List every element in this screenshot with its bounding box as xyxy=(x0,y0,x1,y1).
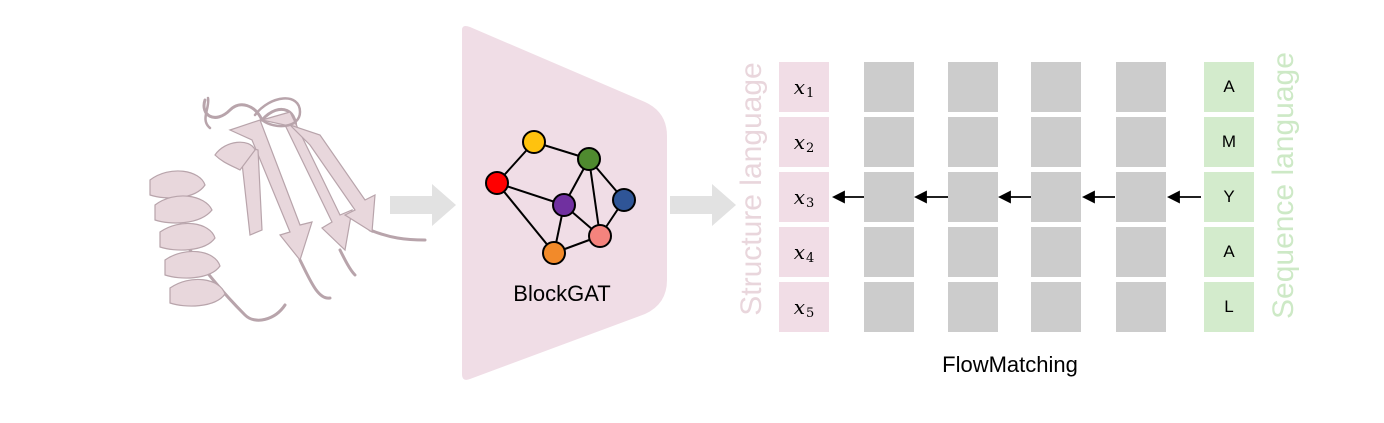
graph-node-orange xyxy=(542,241,566,265)
graph-node-green xyxy=(577,147,601,171)
flow-step-block xyxy=(1031,227,1081,277)
flow-step-block xyxy=(864,172,914,222)
protein-structure-image xyxy=(149,96,427,322)
flow-step-block xyxy=(1031,62,1081,112)
flow-step-block xyxy=(864,62,914,112)
flow-step-block xyxy=(1031,282,1081,332)
encoder-label: BlockGAT xyxy=(513,281,611,306)
flow-step-block xyxy=(948,282,998,332)
flow-step-block xyxy=(948,62,998,112)
encoder-output-arrow xyxy=(670,184,736,226)
flow-step-block xyxy=(948,117,998,167)
input-arrow xyxy=(390,184,456,226)
structure-token-subscript: 5 xyxy=(806,305,815,321)
flow-arrows xyxy=(831,190,1201,204)
structure-token-symbol: x xyxy=(793,185,805,209)
flow-step-block xyxy=(1031,117,1081,167)
sequence-token: A xyxy=(1204,62,1254,112)
structure-token-subscript: 4 xyxy=(806,250,815,266)
decoder-label: FlowMatching xyxy=(942,352,1078,377)
flow-step-block xyxy=(1116,282,1166,332)
structure-language-label: Structure language xyxy=(735,62,768,316)
structure-token-symbol: x xyxy=(793,240,805,264)
sequence-token: Y xyxy=(1204,172,1254,222)
graph-node-yellow xyxy=(522,130,546,154)
flow-step-block xyxy=(948,172,998,222)
flow-step-block xyxy=(1116,172,1166,222)
flow-step-block xyxy=(864,117,914,167)
flow-step-block xyxy=(1116,227,1166,277)
sequence-token: A xyxy=(1204,227,1254,277)
structure-token-subscript: 2 xyxy=(806,140,815,156)
structure-token-subscript: 3 xyxy=(806,195,815,211)
sequence-token: L xyxy=(1204,282,1254,332)
flow-step-block xyxy=(864,282,914,332)
graph-node-pink xyxy=(588,224,612,248)
graph-node-red xyxy=(485,171,509,195)
sequence-token: M xyxy=(1204,117,1254,167)
sequence-language-label: Sequence language xyxy=(1267,52,1300,319)
flow-step-block xyxy=(1116,117,1166,167)
structure-token-symbol: x xyxy=(793,295,805,319)
structure-token-subscript: 1 xyxy=(806,85,815,101)
graph-node-purple xyxy=(552,193,576,217)
flow-step-block xyxy=(1031,172,1081,222)
flow-step-block xyxy=(1116,62,1166,112)
graph-node-blue xyxy=(612,188,636,212)
flow-step-block xyxy=(864,227,914,277)
structure-token-symbol: x xyxy=(793,75,805,99)
flow-step-block xyxy=(948,227,998,277)
structure-token-symbol: x xyxy=(793,130,805,154)
